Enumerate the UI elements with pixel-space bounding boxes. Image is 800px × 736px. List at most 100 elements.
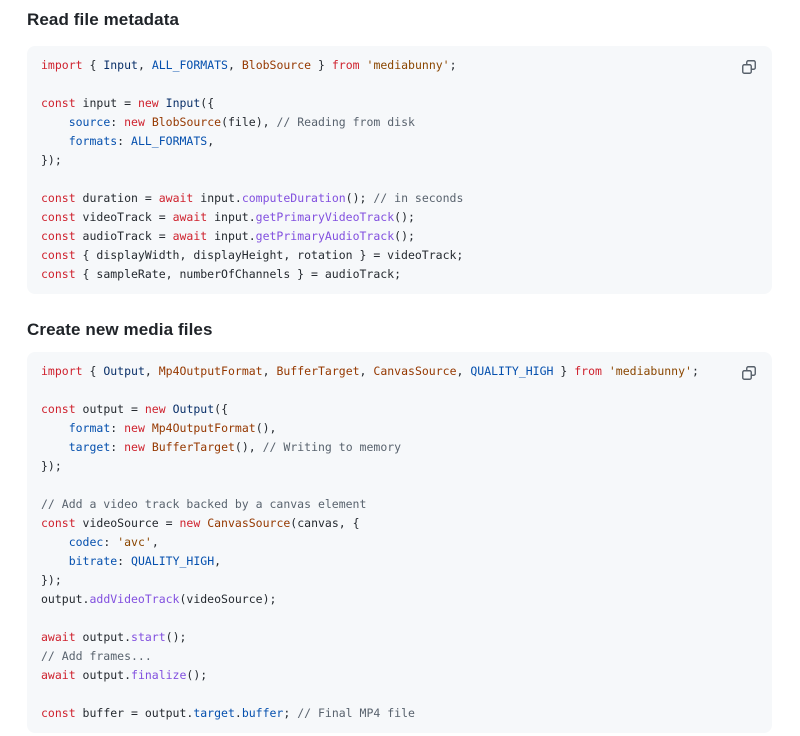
code-token: from — [574, 364, 602, 378]
copy-code-button[interactable] — [739, 363, 759, 383]
code-token: (); — [165, 630, 187, 644]
code-line — [41, 75, 758, 94]
code-token: // Final MP4 file — [297, 706, 415, 720]
code-token: import — [41, 58, 83, 72]
code-token: , — [359, 364, 374, 378]
code-token: input. — [207, 229, 256, 243]
code-line: import { Input, ALL_FORMATS, BlobSource … — [41, 56, 758, 75]
code-token: const — [41, 96, 76, 110]
code-token: new — [124, 440, 145, 454]
code-token: ; — [691, 364, 699, 378]
code-line: const duration = await input.computeDura… — [41, 189, 758, 208]
code-token — [145, 115, 152, 129]
code-line: format: new Mp4OutputFormat(), — [41, 419, 758, 438]
code-token: bitrate — [68, 554, 118, 568]
code-line: target: new BufferTarget(), // Writing t… — [41, 438, 758, 457]
code-token: , — [214, 554, 222, 568]
code-token: }); — [41, 459, 62, 473]
code-token: buffer — [241, 706, 284, 720]
code-token: , — [262, 364, 277, 378]
code-token: audioTrack = — [75, 229, 173, 243]
code-token: ALL_FORMATS — [151, 58, 228, 72]
code-token: input. — [193, 191, 242, 205]
code-token: (); — [394, 210, 415, 224]
code-token: // in seconds — [373, 191, 464, 205]
section-heading-read-file-metadata: Read file metadata — [27, 10, 180, 29]
code-token: , — [207, 134, 215, 148]
code-token: codec — [68, 535, 104, 549]
code-token: getPrimaryVideoTrack — [255, 210, 395, 224]
code-token: await — [41, 630, 76, 644]
code-token: : — [110, 440, 125, 454]
code-token — [41, 535, 69, 549]
code-token: ; — [449, 58, 457, 72]
code-line: import { Output, Mp4OutputFormat, Buffer… — [41, 362, 758, 381]
code-line: }); — [41, 151, 758, 170]
code-token: : — [117, 134, 132, 148]
code-token: : — [110, 115, 125, 129]
code-token: 'mediabunny' — [608, 364, 692, 378]
code-line: const input = new Input({ — [41, 94, 758, 113]
code-token: Input — [103, 58, 138, 72]
code-token — [41, 115, 69, 129]
code-token: const — [41, 402, 76, 416]
code-block-read-file-metadata: import { Input, ALL_FORMATS, BlobSource … — [27, 46, 772, 294]
code-token: await — [41, 668, 76, 682]
code-token: (canvas, { — [290, 516, 360, 530]
code-line: const videoTrack = await input.getPrimar… — [41, 208, 758, 227]
code-token: (), — [255, 421, 277, 435]
code-token: const — [41, 191, 76, 205]
section-heading-create-new-media-files: Create new media files — [27, 320, 213, 339]
code-line: formats: ALL_FORMATS, — [41, 132, 758, 151]
copy-code-button[interactable] — [739, 57, 759, 77]
code-line: codec: 'avc', — [41, 533, 758, 552]
code-token: } — [553, 364, 575, 378]
code-token: await — [172, 210, 208, 224]
code-token: (); — [394, 229, 415, 243]
code-line: const { sampleRate, numberOfChannels } =… — [41, 265, 758, 284]
code-token: , — [227, 58, 242, 72]
code-token: ({ — [200, 96, 215, 110]
code-token: videoTrack = — [75, 210, 173, 224]
code-token: target — [68, 440, 111, 454]
code-token: (file), — [221, 115, 277, 129]
section-read-file-metadata: Read file metadata import { Input, ALL_F… — [27, 8, 800, 294]
code-line: // Add frames... — [41, 647, 758, 666]
code-token: { sampleRate, numberOfChannels } = audio… — [75, 267, 402, 281]
code-token: { — [82, 364, 104, 378]
code-token: CanvasSource — [207, 516, 291, 530]
code-token: 'mediabunny' — [366, 58, 450, 72]
code-token — [145, 421, 152, 435]
code-token: await — [158, 191, 194, 205]
code-listing: import { Input, ALL_FORMATS, BlobSource … — [41, 56, 758, 284]
code-token: , — [456, 364, 471, 378]
code-token: , — [144, 364, 159, 378]
code-token — [602, 364, 609, 378]
code-token: : — [117, 554, 132, 568]
code-block-create-new-media-files: import { Output, Mp4OutputFormat, Buffer… — [27, 352, 772, 733]
code-token: duration = — [75, 191, 159, 205]
code-token: Output — [172, 402, 215, 416]
code-token: (videoSource); — [179, 592, 277, 606]
code-token — [41, 554, 69, 568]
code-token: const — [41, 267, 76, 281]
code-token: const — [41, 229, 76, 243]
code-line: const videoSource = new CanvasSource(can… — [41, 514, 758, 533]
code-token: BufferTarget — [276, 364, 360, 378]
code-line: const output = new Output({ — [41, 400, 758, 419]
code-token: new — [144, 402, 166, 416]
code-token: computeDuration — [241, 191, 346, 205]
code-token: Input — [165, 96, 201, 110]
code-token: , — [151, 535, 159, 549]
code-token: QUALITY_HIGH — [131, 554, 215, 568]
copy-icon — [741, 365, 757, 381]
code-line: // Add a video track backed by a canvas … — [41, 495, 758, 514]
code-token: videoSource = — [75, 516, 180, 530]
code-token: (), — [234, 440, 263, 454]
code-token: start — [131, 630, 166, 644]
section-create-new-media-files: Create new media files import { Output, … — [27, 318, 800, 733]
code-token: new — [137, 96, 159, 110]
code-token: from — [331, 58, 360, 72]
code-token — [41, 134, 69, 148]
code-token: BufferTarget — [151, 440, 235, 454]
